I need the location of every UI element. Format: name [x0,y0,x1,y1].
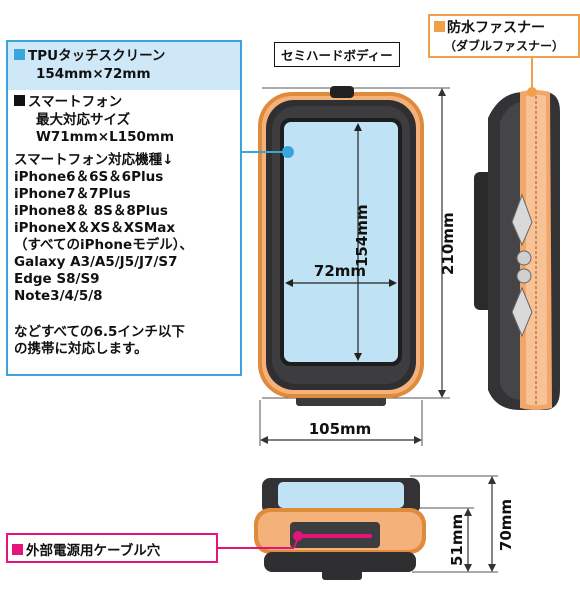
case-bottom-view [218,475,498,580]
cable-label-row: 外部電源用ケーブル穴 [12,539,160,559]
case-side-view [474,58,560,410]
zipper-callout [428,14,580,58]
depth-inner-dim: 51mm [448,513,466,566]
model-line: iPhone7＆7Plus [14,186,131,202]
phone-title-row: スマートフォン [14,94,122,110]
zipper-title: 防水ファスナー [447,20,545,36]
outer-width-dim: 105mm [308,420,372,438]
model-line: iPhone6＆6S＆6Plus [14,169,164,185]
spec-panel [6,40,242,376]
phone-max-size: W71mm×L150mm [36,129,175,145]
blue-square-icon [14,49,25,60]
black-square-icon [14,95,25,106]
zipper-title-row: 防水ファスナー [434,17,545,37]
compat-note-1: などすべての6.5インチ以下 [14,324,185,340]
depth-outer-dim: 70mm [497,498,515,552]
screen-title-row: TPUタッチスクリーン [14,48,165,64]
inner-height-dim: 154mm [353,204,371,267]
case-front-view [242,86,450,446]
zipper-subtitle: （ダブルファスナー） [444,39,565,53]
body-label: セミハードボディー [274,42,400,67]
model-line: iPhoneX＆XS＆XSMax [14,220,176,236]
orange-square-icon [434,21,445,32]
screen-size: 154mm×72mm [36,66,151,82]
models-title: スマートフォン対応機種↓ [14,152,174,168]
model-line: （すべてのiPhoneモデル）、 [14,237,193,253]
compat-note-2: の携帯に対応します。 [14,341,148,357]
cable-label: 外部電源用ケーブル穴 [26,543,161,559]
spec-panel-header [8,42,240,90]
model-line: Note3/4/5/8 [14,288,103,304]
cable-hole-callout [6,533,218,563]
phone-title: スマートフォン [28,94,123,110]
model-line: iPhone8＆ 8S＆8Plus [14,203,168,219]
screen-title: TPUタッチスクリーン [28,48,166,64]
phone-max-label: 最大対応サイズ [36,112,131,128]
model-line: Edge S8/S9 [14,271,100,287]
pink-square-icon [12,544,23,555]
model-line: Galaxy A3/A5/J5/J7/S7 [14,254,178,270]
inner-width-dim: 72mm [313,262,367,280]
outer-height-dim: 210mm [439,212,457,275]
